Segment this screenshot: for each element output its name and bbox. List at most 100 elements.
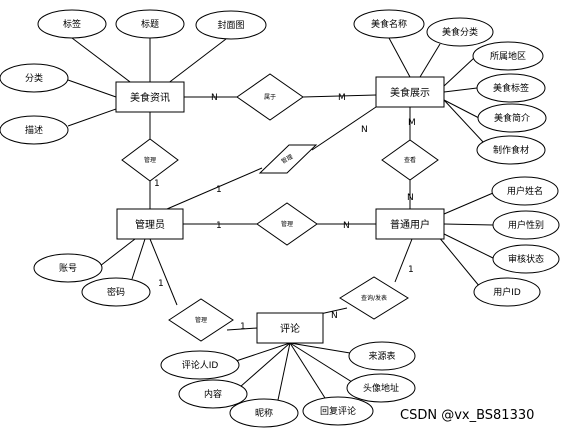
relationship-guanli-zixun: 管理 bbox=[121, 138, 179, 182]
relationship-label: 属于 bbox=[264, 94, 276, 101]
connector-line bbox=[277, 342, 291, 401]
attribute-label: 分类 bbox=[25, 72, 43, 84]
relationship-label: 查询/发表 bbox=[361, 294, 387, 302]
connector-line bbox=[149, 238, 178, 306]
attribute-zhizuo-shicai: 制作食材 bbox=[476, 135, 546, 165]
cardinality-label: N bbox=[361, 125, 368, 135]
cardinality-label: M bbox=[338, 93, 346, 103]
entity-label: 美食资讯 bbox=[130, 91, 170, 104]
cardinality-label: N bbox=[343, 221, 350, 231]
connector-line bbox=[388, 37, 411, 78]
relationship-label: 管理 bbox=[195, 316, 207, 324]
connector-line bbox=[419, 43, 441, 78]
connector-line bbox=[319, 307, 348, 315]
attribute-label: 所属地区 bbox=[490, 50, 526, 62]
connector-line bbox=[131, 238, 146, 280]
relationship-guanli-zhanshi: 管理 bbox=[258, 144, 318, 174]
attribute-touxiang-dizhi: 头像地址 bbox=[346, 373, 416, 403]
entity-label: 普通用户 bbox=[390, 218, 430, 231]
entity-meishi-zixun: 美食资讯 bbox=[115, 81, 185, 113]
connector-line bbox=[443, 87, 478, 93]
connector-line bbox=[289, 342, 353, 383]
relationship-label: 管理 bbox=[281, 220, 293, 228]
attribute-meishi-fenlei: 美食分类 bbox=[426, 17, 494, 47]
connector-line bbox=[239, 342, 291, 388]
attribute-fenlei: 分类 bbox=[0, 63, 69, 93]
attribute-laiyuanbiao: 来源表 bbox=[348, 341, 416, 371]
attribute-meishi-biaoqian: 美食标签 bbox=[476, 73, 546, 103]
connector-line bbox=[289, 342, 326, 399]
attribute-huifu-pinglun: 回复评论 bbox=[302, 396, 374, 426]
relationship-guanli-pinglun: 管理 bbox=[168, 298, 234, 342]
watermark-text: CSDN @vx_BS81330 bbox=[400, 408, 534, 423]
attribute-shenhe-zhuangtai: 审核状态 bbox=[492, 244, 560, 274]
connector-line bbox=[302, 94, 377, 98]
attribute-label: 密码 bbox=[107, 286, 125, 298]
attribute-neirong: 内容 bbox=[178, 379, 248, 409]
relationship-chakan-fabiao: 查询/发表 bbox=[339, 276, 409, 320]
connector-line bbox=[439, 231, 494, 259]
connector-line bbox=[67, 79, 117, 98]
connector-line bbox=[443, 192, 494, 215]
attribute-nicheng: 昵称 bbox=[229, 398, 299, 428]
attribute-meishi-mingcheng: 美食名称 bbox=[353, 9, 425, 39]
entity-meishi-zhanshi: 美食展示 bbox=[375, 76, 445, 108]
attribute-meishi-jianjie: 美食简介 bbox=[477, 103, 547, 133]
cardinality-label: 1 bbox=[158, 279, 164, 289]
attribute-label: 美食简介 bbox=[494, 112, 530, 124]
connector-line bbox=[166, 167, 263, 210]
connector-line bbox=[311, 106, 377, 151]
attribute-zhanghao: 账号 bbox=[33, 253, 103, 283]
attribute-label: 美食名称 bbox=[371, 18, 407, 30]
attribute-label: 头像地址 bbox=[363, 382, 399, 394]
connector-line bbox=[99, 238, 136, 267]
cardinality-label: N bbox=[211, 93, 218, 103]
cardinality-label: 1 bbox=[154, 179, 160, 189]
cardinality-label: N bbox=[331, 311, 338, 321]
attribute-biaoqian: 标签 bbox=[37, 9, 107, 39]
relationship-label: 管理 bbox=[144, 156, 156, 164]
attribute-label: 标题 bbox=[141, 18, 159, 30]
attribute-label: 美食分类 bbox=[442, 26, 478, 38]
attribute-label: 用户姓名 bbox=[507, 185, 543, 197]
cardinality-label: 1 bbox=[216, 185, 222, 195]
connector-line bbox=[443, 99, 480, 119]
connector-line bbox=[235, 342, 291, 362]
connector-line bbox=[443, 99, 485, 144]
entity-label: 管理员 bbox=[135, 218, 165, 231]
entity-label: 评论 bbox=[280, 322, 300, 335]
cardinality-label: 1 bbox=[216, 221, 222, 231]
relationship-guanli-yonghu: 管理 bbox=[256, 202, 318, 246]
connector-line bbox=[443, 57, 475, 87]
cardinality-label: M bbox=[408, 118, 416, 128]
attribute-label: 用户性别 bbox=[508, 219, 544, 231]
connector-line bbox=[394, 238, 413, 283]
attribute-label: 制作食材 bbox=[493, 144, 529, 156]
attribute-pinglunren-id: 评论人ID bbox=[160, 350, 240, 380]
entity-label: 美食展示 bbox=[390, 86, 430, 99]
attribute-miaoshu: 描述 bbox=[0, 115, 69, 145]
attribute-biaoti: 标题 bbox=[115, 9, 185, 39]
attribute-label: 内容 bbox=[204, 388, 222, 400]
attribute-label: 来源表 bbox=[368, 350, 395, 362]
attribute-fengmiantu: 封面图 bbox=[195, 10, 267, 40]
attribute-label: 标签 bbox=[63, 18, 81, 30]
cardinality-label: 1 bbox=[240, 322, 246, 332]
entity-putong-yonghu: 普通用户 bbox=[375, 208, 445, 240]
entity-guanliyuan: 管理员 bbox=[116, 208, 184, 240]
entity-pinglun: 评论 bbox=[256, 312, 324, 344]
attribute-yonghu-id: 用户ID bbox=[473, 277, 541, 307]
attribute-yonghu-xingming: 用户姓名 bbox=[491, 176, 559, 206]
attribute-label: 回复评论 bbox=[320, 405, 356, 417]
attribute-label: 用户ID bbox=[493, 286, 521, 298]
attribute-label: 评论人ID bbox=[182, 359, 219, 371]
attribute-label: 封面图 bbox=[217, 19, 244, 31]
relationship-chakan: 查看 bbox=[381, 139, 439, 181]
connector-line bbox=[289, 342, 357, 355]
attribute-mima: 密码 bbox=[81, 277, 151, 307]
connector-line bbox=[443, 223, 494, 226]
cardinality-label: 1 bbox=[408, 265, 414, 275]
attribute-yonghu-xingbie: 用户性别 bbox=[492, 210, 560, 240]
connector-line bbox=[437, 235, 481, 288]
